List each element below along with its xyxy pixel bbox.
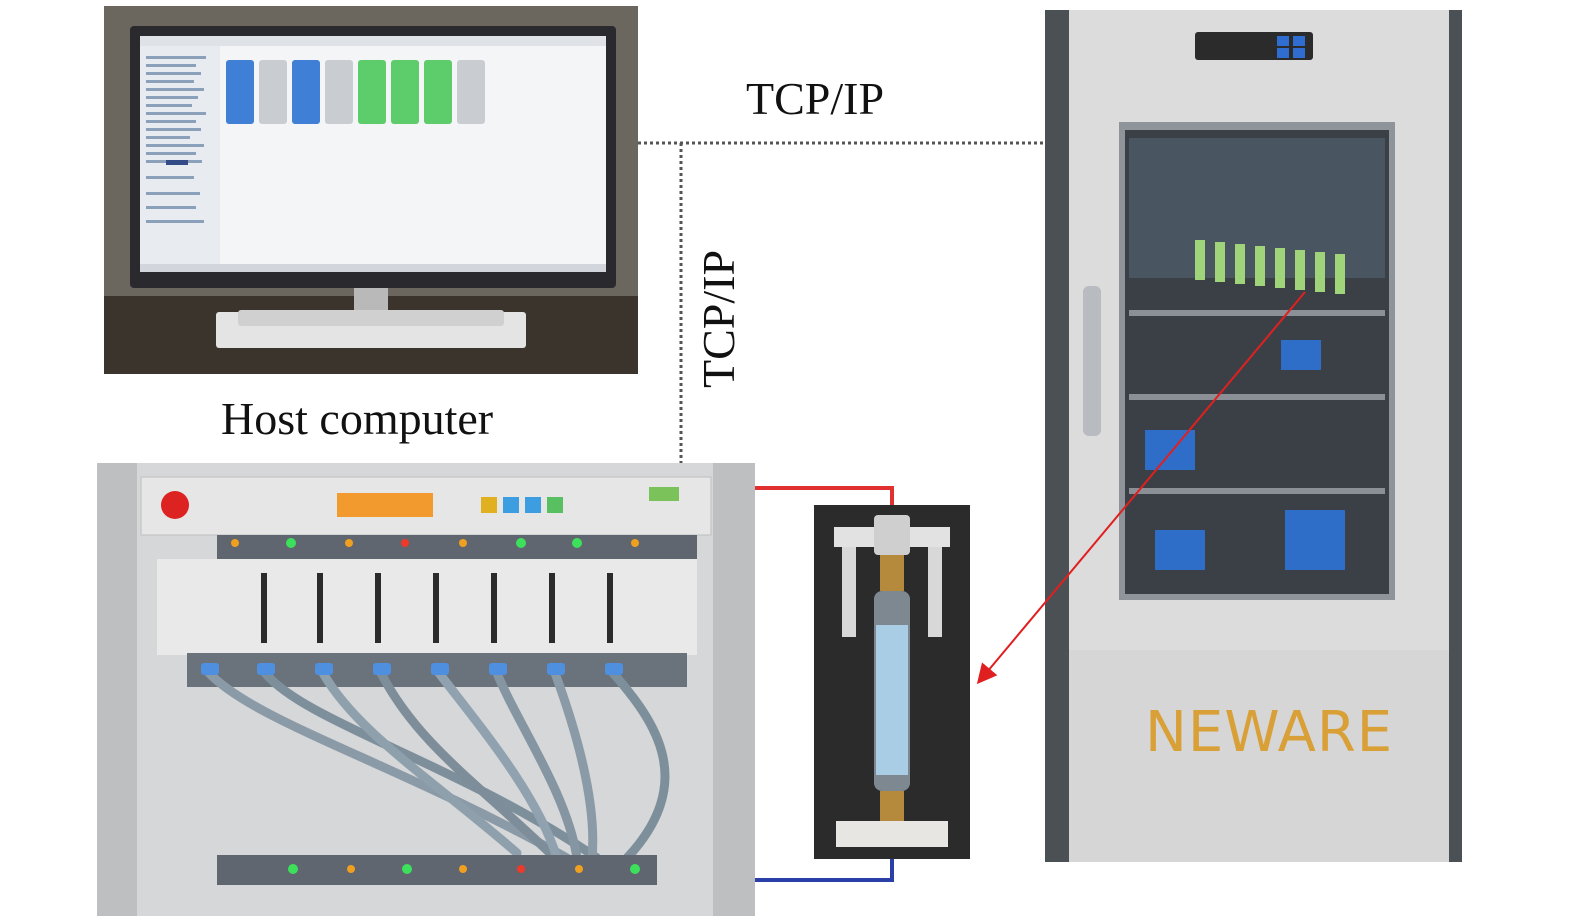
power-button-icon <box>161 491 189 519</box>
positive-wire <box>755 486 894 505</box>
temperature-chamber-photo: NEWARE <box>1045 10 1462 862</box>
neware-brand-text: NEWARE <box>1145 700 1394 765</box>
host-computer-label: Host computer <box>221 393 494 444</box>
pointer-arrow-line <box>976 291 1306 685</box>
tcp-ip-label-top: TCP/IP <box>746 73 885 124</box>
battery-tester-photo <box>97 463 755 916</box>
negative-wire <box>755 858 894 882</box>
host-computer-photo <box>104 6 638 374</box>
battery-holder-photo <box>814 505 970 859</box>
